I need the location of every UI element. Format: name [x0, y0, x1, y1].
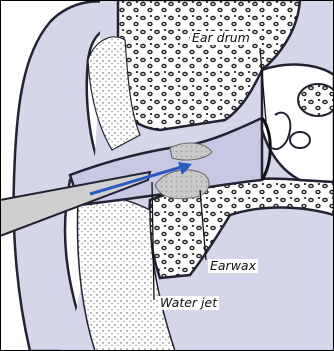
diagram-border [0, 0, 334, 351]
ear-irrigation-diagram: Ear drum Earwax Water jet [0, 0, 334, 351]
